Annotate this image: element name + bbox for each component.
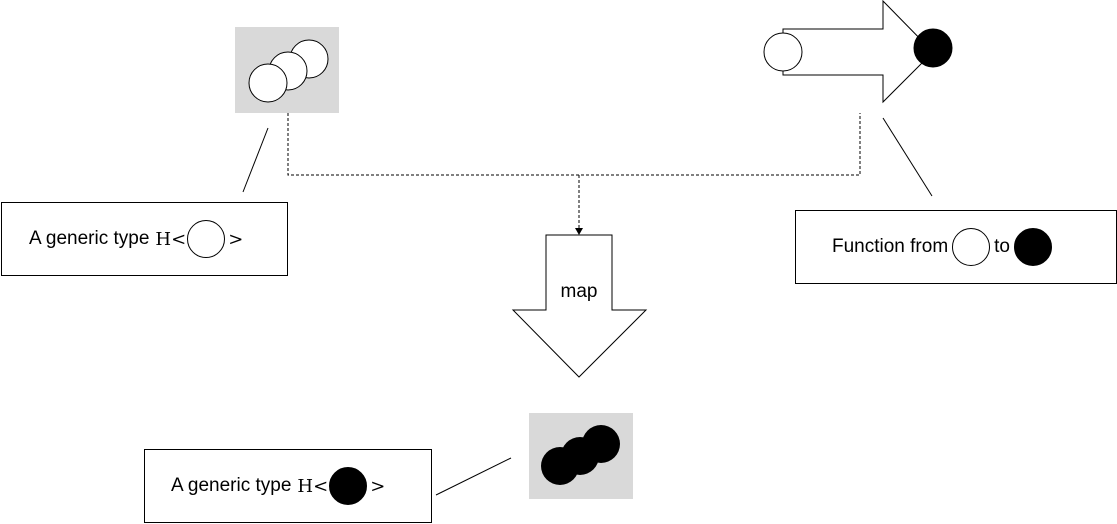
generic-type-white-label: A generic type H< > [1, 202, 288, 276]
generic-type-black-symbol: H< [297, 475, 329, 497]
black-circle-icon [329, 467, 368, 505]
function-label: Function from to [795, 210, 1117, 284]
connector-line-function-label [882, 117, 933, 197]
dashed-join-bracket [287, 113, 861, 176]
generic-type-white-text: A generic type [29, 228, 150, 249]
dashed-arrowhead [575, 228, 583, 235]
white-circle-icon [187, 220, 226, 258]
generic-type-white-close: > [228, 228, 244, 250]
map-arrow [511, 234, 648, 378]
function-label-prefix: Function from [832, 236, 949, 257]
connector-line-white-label [242, 127, 269, 193]
function-label-middle: to [994, 236, 1011, 257]
generic-type-white-symbol: H< [155, 228, 187, 250]
generic-type-black-text: A generic type [171, 475, 292, 496]
function-arrow [782, 0, 934, 104]
connector-line-black-label [435, 457, 512, 496]
white-circle-icon [952, 228, 991, 266]
function-input-circle [763, 32, 803, 72]
generic-type-black-close: > [370, 475, 386, 497]
white-value-circle-1 [248, 63, 288, 103]
black-value-circle-1 [541, 447, 579, 485]
map-label: map [561, 281, 598, 302]
function-output-circle [913, 28, 953, 68]
black-circle-icon [1014, 228, 1053, 266]
generic-type-black-label: A generic type H< > [144, 449, 432, 523]
